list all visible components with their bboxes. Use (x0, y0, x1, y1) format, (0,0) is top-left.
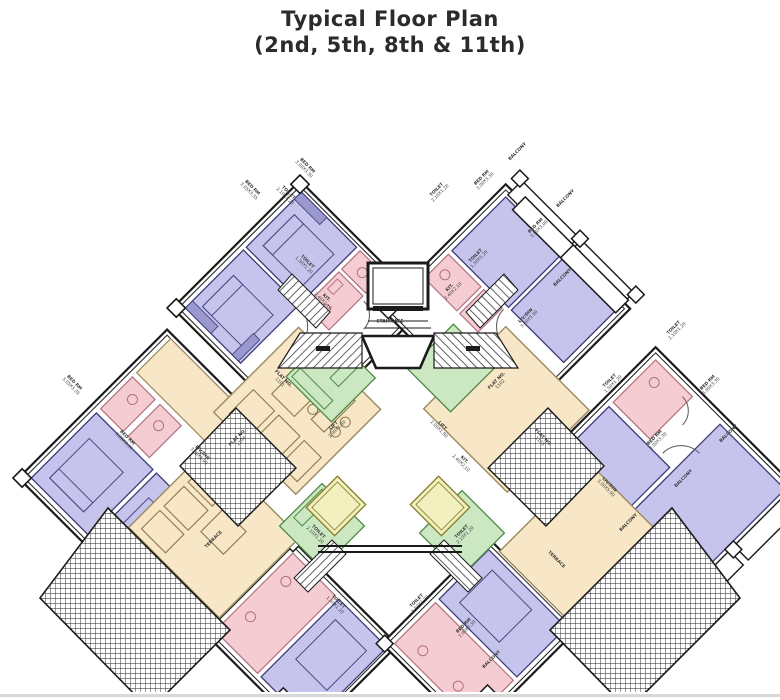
lift-right (409, 475, 471, 537)
terrace-left (38, 506, 232, 692)
room-toilet (423, 253, 482, 312)
plan-svg (11, 169, 780, 692)
balcony-strips (269, 195, 630, 692)
room-toilet (612, 359, 694, 440)
lift-car (409, 475, 471, 537)
room-toilet (99, 376, 156, 433)
lift-car (305, 475, 367, 537)
plan-geometry (11, 169, 780, 692)
terrace-right (548, 506, 742, 692)
terrace-right-upper (487, 407, 605, 527)
page-title: Typical Floor Plan (281, 7, 499, 31)
terrace-left-upper (179, 407, 297, 527)
footer-divider (0, 694, 780, 697)
room-balcony (733, 491, 780, 562)
room-bedroom (184, 249, 300, 365)
lift-left (305, 475, 367, 537)
page-subtitle: (2nd, 5th, 8th & 11th) (254, 33, 526, 57)
bottom-connector (318, 545, 462, 553)
room-bedroom (260, 598, 388, 692)
room-bedroom (30, 412, 154, 536)
plan-title-block: Typical Floor Plan (2nd, 5th, 8th & 11th… (0, 6, 780, 58)
room-bedroom (245, 191, 358, 304)
room-toilet (127, 403, 183, 459)
stair-core (276, 261, 520, 370)
